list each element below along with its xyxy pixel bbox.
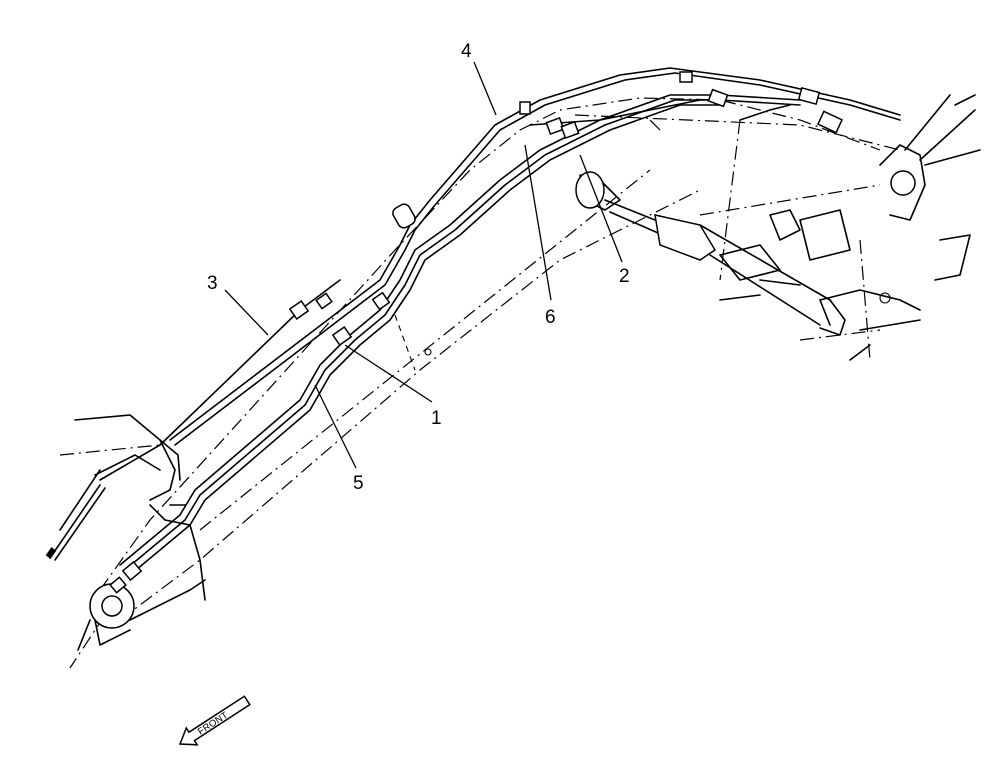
boom-pin-right xyxy=(890,170,916,196)
leader-lines xyxy=(224,61,623,469)
front-direction-arrow: FRONT xyxy=(178,695,251,746)
callout-3: 3 xyxy=(207,273,218,294)
callout-labels: 1 2 3 4 5 6 xyxy=(207,41,630,494)
boom-foot-structure xyxy=(59,414,206,651)
piping-lines xyxy=(49,67,901,576)
upper-frame xyxy=(424,94,981,361)
callout-2: 2 xyxy=(619,266,630,287)
callout-4: 4 xyxy=(461,41,472,62)
callout-5: 5 xyxy=(353,473,364,494)
callout-1: 1 xyxy=(431,408,442,429)
clamps xyxy=(45,71,844,594)
callout-6: 6 xyxy=(545,307,556,328)
boom-outline xyxy=(59,97,901,669)
boom-cylinder xyxy=(575,171,846,336)
